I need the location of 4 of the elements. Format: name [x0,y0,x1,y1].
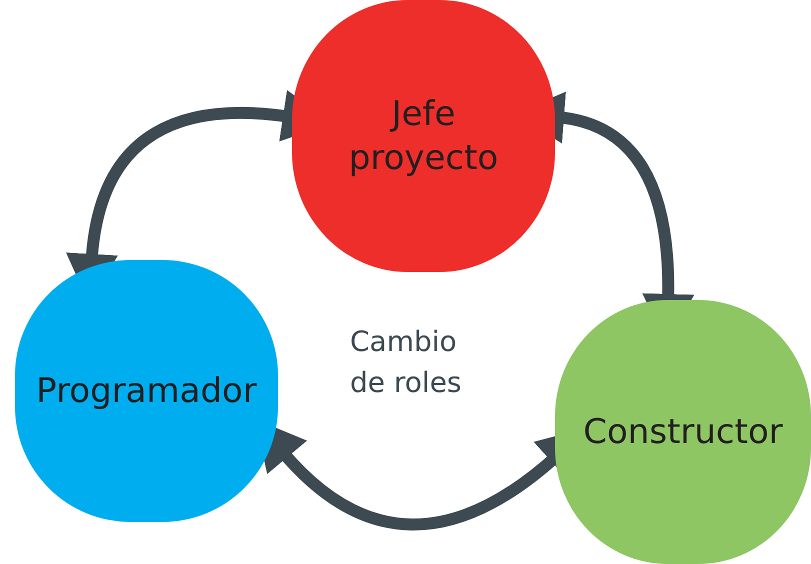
center-note: Cambio de roles [350,324,463,401]
node-text: Programador [36,370,257,413]
node-text: Constructor [583,410,783,454]
node-text: Jefe proyecto [348,92,500,180]
